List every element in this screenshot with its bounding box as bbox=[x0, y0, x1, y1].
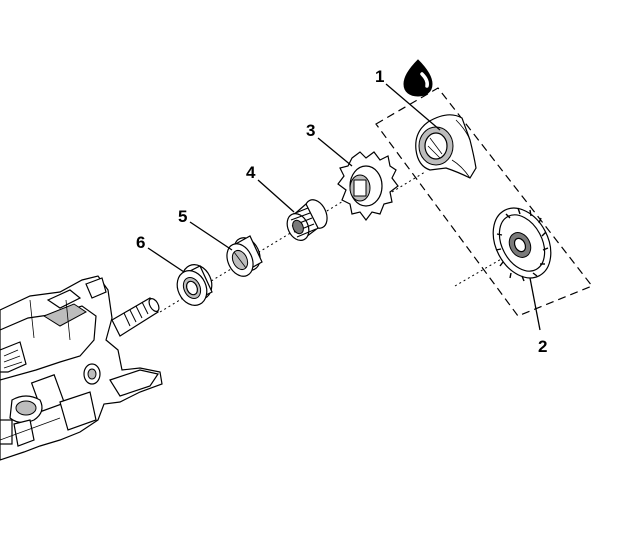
callout-6: 6 bbox=[136, 233, 145, 252]
part-3-sprocket bbox=[337, 151, 399, 221]
part-4-needle-bearing bbox=[286, 199, 328, 241]
part-5-bushing bbox=[226, 235, 263, 277]
steering-gear-housing bbox=[0, 275, 163, 461]
callout-2: 2 bbox=[538, 337, 547, 356]
part-1-sleeve bbox=[415, 114, 477, 179]
kit-group-outline bbox=[375, 87, 593, 317]
callout-4: 4 bbox=[246, 163, 256, 182]
oil-drop-icon bbox=[403, 59, 433, 97]
callout-3: 3 bbox=[306, 121, 315, 140]
part-2-reluctor-wheel bbox=[492, 207, 552, 282]
callout-1: 1 bbox=[375, 67, 384, 86]
leader-lines bbox=[147, 83, 541, 331]
callout-5: 5 bbox=[178, 207, 187, 226]
part-6-seal bbox=[176, 264, 213, 306]
